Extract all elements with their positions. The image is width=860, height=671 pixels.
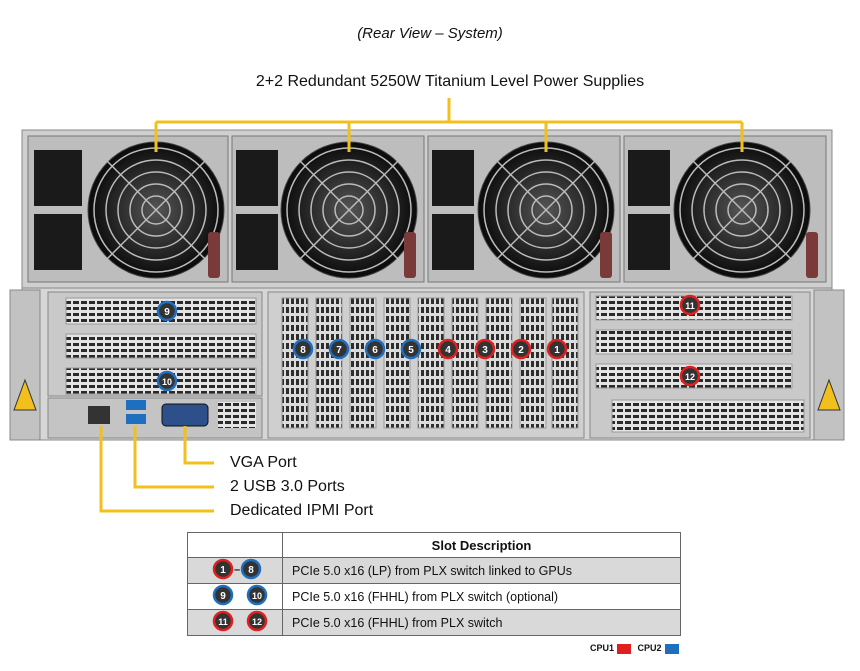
view-caption: (Rear View – System) <box>357 25 503 42</box>
ipmi-port-icon <box>88 406 110 424</box>
vga-port-label: VGA Port <box>230 454 297 471</box>
power-supply-4 <box>623 135 827 283</box>
legend-cpu2-label: CPU2 <box>637 643 662 653</box>
row1-slot-a: 1 <box>220 565 226 576</box>
legend-cpu1-swatch <box>617 643 632 654</box>
power-supply-2 <box>231 135 425 283</box>
slot-6-number: 6 <box>372 345 378 356</box>
table-row: 11 12 PCIe 5.0 x16 (FHHL) from PLX switc… <box>187 609 681 636</box>
warning-icon <box>13 378 37 411</box>
slot-12-badge <box>679 365 701 387</box>
slot-description-table: Slot Description 1 – 8 PCIe 5.0 x16 (LP)… <box>187 532 681 636</box>
warning-icon <box>817 378 841 411</box>
slot-range-icons: 1 – 8 <box>212 558 262 580</box>
row2-slot-b: 10 <box>252 591 262 601</box>
legend-cpu1-label: CPU1 <box>590 643 615 653</box>
usb-port-icon <box>126 400 146 410</box>
slot-badges: 8 7 6 5 4 3 2 1 9 10 11 12 <box>156 294 701 392</box>
power-socket-icon <box>432 150 474 206</box>
slot-pair-icons: 9 10 <box>212 584 268 606</box>
row3-description: PCIe 5.0 x16 (FHHL) from PLX switch <box>282 609 681 636</box>
slot-11-number: 11 <box>685 301 695 311</box>
slot-7-number: 7 <box>336 345 342 356</box>
power-supply-3 <box>427 135 621 283</box>
psu-caption: 2+2 Redundant 5250W Titanium Level Power… <box>255 73 645 90</box>
center-slot-bay <box>267 291 585 439</box>
slot-11-badge <box>679 294 701 316</box>
row1-description: PCIe 5.0 x16 (LP) from PLX switch linked… <box>282 557 681 584</box>
psu-handle <box>404 232 416 278</box>
slot-5-number: 5 <box>408 345 414 356</box>
slot-5-badge <box>400 338 422 360</box>
usb-ports-label: 2 USB 3.0 Ports <box>230 478 345 495</box>
row1-slot-b: 8 <box>248 565 254 576</box>
left-slot-bay <box>47 291 263 439</box>
slot-10-badge <box>156 370 178 392</box>
row3-slot-b: 12 <box>252 617 262 627</box>
right-ear <box>813 289 845 441</box>
slot-6-badge <box>364 338 386 360</box>
table-row: 1 – 8 PCIe 5.0 x16 (LP) from PLX switch … <box>187 557 681 584</box>
slot-7-badge <box>328 338 350 360</box>
row3-slot-a: 11 <box>218 617 228 627</box>
psu-handle <box>208 232 220 278</box>
cpu-legend: CPU1 CPU2 <box>590 643 679 654</box>
psu-callout-bracket <box>154 98 744 152</box>
power-socket-icon <box>34 150 82 206</box>
power-socket-icon <box>628 214 670 270</box>
slot-1-number: 1 <box>554 345 560 356</box>
table-row: 9 10 PCIe 5.0 x16 (FHHL) from PLX switch… <box>187 583 681 610</box>
slot-pair-icons: 11 12 <box>212 610 268 632</box>
power-socket-icon <box>34 214 82 270</box>
slot-2-number: 2 <box>518 345 524 356</box>
right-slot-bay <box>589 291 811 439</box>
table-header: Slot Description <box>282 532 681 558</box>
slot-10-number: 10 <box>162 377 172 387</box>
psu-handle <box>600 232 612 278</box>
vga-port-icon <box>161 403 209 427</box>
power-socket-icon <box>628 150 670 206</box>
slot-9-number: 9 <box>164 307 170 318</box>
power-socket-icon <box>432 214 474 270</box>
slot-3-number: 3 <box>482 345 488 356</box>
slot-12-number: 12 <box>685 372 695 382</box>
slot-4-badge <box>437 338 459 360</box>
slot-4-number: 4 <box>445 345 451 356</box>
power-socket-icon <box>236 150 278 206</box>
port-callout-lines <box>99 426 214 513</box>
legend-cpu2-swatch <box>664 643 679 654</box>
row1-separator: – <box>234 564 240 576</box>
power-socket-icon <box>236 214 278 270</box>
usb-port-icon <box>126 414 146 424</box>
slot-3-badge <box>474 338 496 360</box>
left-ear <box>9 289 41 441</box>
power-supply-1 <box>27 135 229 283</box>
psu-handle <box>806 232 818 278</box>
slot-9-badge <box>156 300 178 322</box>
ipmi-port-label: Dedicated IPMI Port <box>230 502 374 519</box>
row2-slot-a: 9 <box>220 591 226 602</box>
slot-1-badge <box>546 338 568 360</box>
slot-2-badge <box>510 338 532 360</box>
row2-description: PCIe 5.0 x16 (FHHL) from PLX switch (opt… <box>282 583 681 610</box>
slot-8-badge <box>292 338 314 360</box>
slot-8-number: 8 <box>300 345 306 356</box>
